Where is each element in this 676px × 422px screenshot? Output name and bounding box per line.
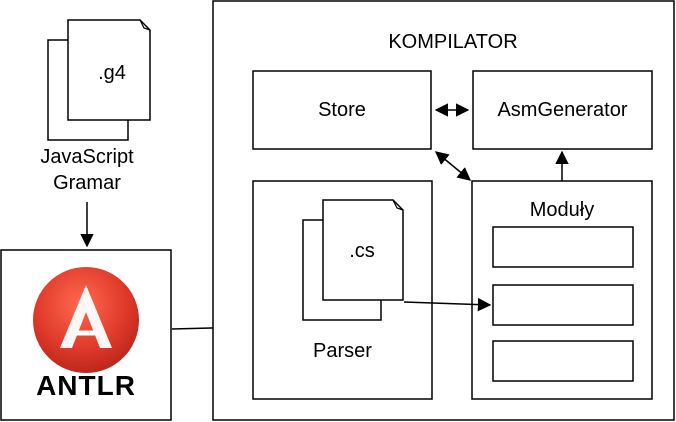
module-slot bbox=[492, 340, 634, 382]
parser-label: Parser bbox=[313, 340, 372, 362]
antlr-logo-icon bbox=[33, 267, 139, 373]
asm-generator-box bbox=[472, 70, 653, 150]
antlr-wordmark: ANTLR bbox=[36, 370, 136, 401]
g4-document-icon bbox=[47, 19, 151, 141]
cs-file-extension: .cs bbox=[349, 240, 375, 262]
asm-generator-label: AsmGenerator bbox=[497, 99, 628, 121]
grammar-caption-line2: Gramar bbox=[53, 172, 121, 194]
module-slot bbox=[492, 284, 634, 326]
g4-file-extension: .g4 bbox=[98, 62, 126, 84]
grammar-caption-line1: JavaScript bbox=[40, 146, 134, 168]
module-slot bbox=[492, 226, 634, 268]
compiler-title: KOMPILATOR bbox=[388, 31, 518, 53]
cs-document-icon bbox=[302, 199, 404, 321]
store-box bbox=[252, 70, 432, 150]
store-label: Store bbox=[318, 99, 366, 121]
arrow-store-modules bbox=[434, 151, 472, 181]
modules-label: Moduły bbox=[529, 199, 595, 221]
arrow-parser-to-modules bbox=[403, 297, 492, 312]
